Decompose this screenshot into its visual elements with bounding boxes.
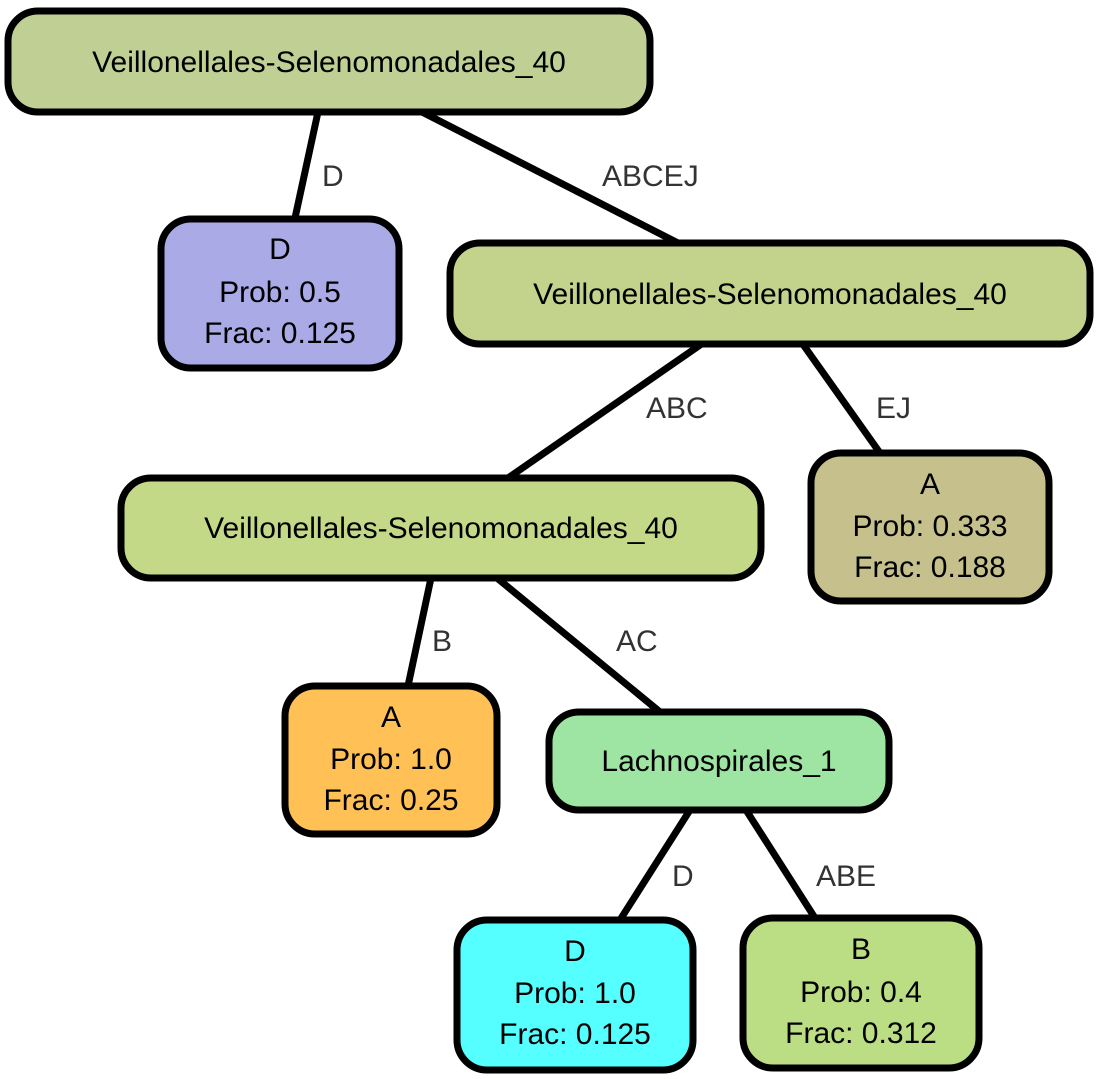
edge-mid-to-low <box>506 340 705 481</box>
tree-node-mid: Veillonellales-Selenomonadales_40 <box>446 239 1094 348</box>
leaf-class: A <box>920 468 940 501</box>
tree-leaf-b: B Prob: 0.4 Frac: 0.312 <box>739 914 983 1072</box>
leaf-prob: Prob: 0.5 <box>219 276 341 309</box>
node-box <box>446 239 1094 348</box>
node-box <box>453 916 697 1074</box>
node-box <box>4 7 654 116</box>
node-label: Lachnospirales_1 <box>601 745 836 778</box>
node-box <box>807 449 1053 605</box>
node-box <box>157 215 403 372</box>
leaf-class: D <box>564 935 586 968</box>
node-box <box>545 708 893 814</box>
tree-leaf-a1: A Prob: 0.333 Frac: 0.188 <box>807 449 1053 605</box>
leaf-class: D <box>269 233 291 266</box>
leaf-prob: Prob: 0.4 <box>800 976 922 1009</box>
leaf-prob: Prob: 1.0 <box>514 977 636 1010</box>
tree-node-root: Veillonellales-Selenomonadales_40 <box>4 7 654 116</box>
leaf-frac: Frac: 0.312 <box>785 1017 937 1050</box>
tree-leaf-a2: A Prob: 1.0 Frac: 0.25 <box>281 682 501 838</box>
tree-leaf-d2: D Prob: 1.0 Frac: 0.125 <box>453 916 697 1074</box>
leaf-prob: Prob: 0.333 <box>852 510 1007 543</box>
edge-mid-to-leaf-a1 <box>799 340 883 456</box>
leaf-frac: Frac: 0.25 <box>323 784 458 817</box>
leaf-class: B <box>851 933 871 966</box>
edge-label-ej: EJ <box>876 392 911 425</box>
node-label: Veillonellales-Selenomonadales_40 <box>533 278 1007 311</box>
leaf-prob: Prob: 1.0 <box>330 743 452 776</box>
edge-low-to-lach <box>494 575 663 715</box>
edge-label-d: D <box>322 160 344 193</box>
node-box <box>739 914 983 1072</box>
edge-label-abc: ABC <box>646 392 708 425</box>
leaf-class: A <box>381 701 401 734</box>
edge-label-abe: ABE <box>816 860 876 893</box>
edge-root-to-leaf-d1 <box>291 111 322 219</box>
leaf-frac: Frac: 0.188 <box>854 551 1006 584</box>
leaf-frac: Frac: 0.125 <box>204 317 356 350</box>
leaf-frac: Frac: 0.125 <box>499 1018 651 1051</box>
edge-label-b: B <box>432 625 452 658</box>
tree-node-lach: Lachnospirales_1 <box>545 708 893 814</box>
tree-leaf-d1: D Prob: 0.5 Frac: 0.125 <box>157 215 403 372</box>
node-box <box>117 474 765 582</box>
edge-label-abcej: ABCEJ <box>602 160 699 193</box>
edge-label-d2: D <box>672 860 694 893</box>
edges: D ABCEJ ABC EJ B AC D ABE <box>291 108 911 922</box>
edge-label-ac: AC <box>616 625 658 658</box>
edge-lach-to-leaf-b <box>743 808 818 920</box>
node-label: Veillonellales-Selenomonadales_40 <box>204 512 678 545</box>
edge-lach-to-leaf-d2 <box>617 808 693 922</box>
node-box <box>281 682 501 838</box>
node-label: Veillonellales-Selenomonadales_40 <box>92 46 566 79</box>
edge-root-to-mid <box>420 108 680 247</box>
edge-low-to-leaf-a2 <box>404 577 435 687</box>
tree-node-low: Veillonellales-Selenomonadales_40 <box>117 474 765 582</box>
